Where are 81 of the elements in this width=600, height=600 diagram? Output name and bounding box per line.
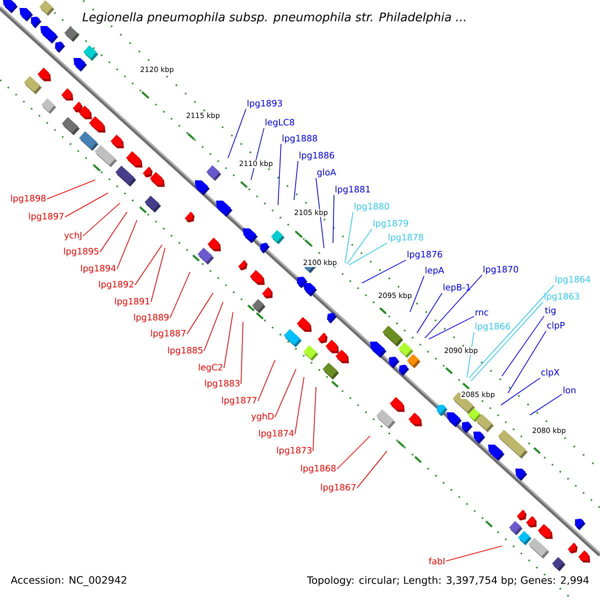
gene-label: lpg1880 bbox=[354, 202, 390, 212]
gene-label: lpg1898 bbox=[11, 194, 46, 204]
gene-label: lepB-1 bbox=[444, 284, 470, 292]
gene-label: lpg1895 bbox=[64, 248, 98, 256]
gene-label: lpg1866 bbox=[476, 322, 510, 332]
leader-line bbox=[356, 450, 388, 488]
gene-label: lpg1867 bbox=[321, 484, 356, 492]
gene-label: lpg1889 bbox=[134, 314, 169, 322]
gene-label: lpg1897 bbox=[29, 212, 64, 222]
gene-label: lpg1864 bbox=[556, 276, 590, 284]
gene-label: lpg1870 bbox=[484, 266, 518, 274]
gene-label: lpg1888 bbox=[282, 134, 318, 144]
leader-line bbox=[186, 292, 214, 334]
gene-label: lon bbox=[564, 386, 576, 394]
gene-label: lpg1886 bbox=[300, 152, 334, 160]
leader-line bbox=[446, 546, 502, 562]
leader-line bbox=[500, 378, 540, 406]
gene-label: gloA bbox=[317, 168, 336, 178]
gene-label: lpg1878 bbox=[388, 234, 424, 242]
gene-label: lpg1887 bbox=[151, 330, 186, 338]
leader-line bbox=[224, 312, 234, 368]
gene-label: ychJ bbox=[64, 232, 82, 240]
gene-label: lpg1894 bbox=[81, 264, 116, 274]
gene-label: lpg1893 bbox=[248, 100, 282, 108]
gene-label: fabI bbox=[428, 558, 444, 564]
leader-line bbox=[170, 272, 190, 318]
leader-line bbox=[508, 330, 546, 394]
leader-line bbox=[294, 376, 304, 434]
leader-line bbox=[332, 194, 334, 244]
leader-line bbox=[134, 244, 162, 286]
leader-line bbox=[150, 248, 166, 302]
leader-line bbox=[228, 108, 246, 158]
leader-line bbox=[82, 202, 120, 236]
leader-line bbox=[336, 436, 370, 470]
leader-line bbox=[470, 302, 544, 382]
info-text: Topology: circular; Length: 3,397,754 bp; Genes: 2,994 bbox=[306, 576, 590, 586]
leader-line bbox=[312, 386, 316, 452]
leader-line bbox=[410, 276, 424, 312]
leader-line bbox=[204, 302, 224, 352]
gene-label: clpP bbox=[547, 322, 565, 330]
leader-line bbox=[428, 316, 474, 340]
leader-line bbox=[416, 292, 442, 334]
leader-line bbox=[258, 360, 276, 402]
leader-line bbox=[240, 322, 244, 384]
leader-line bbox=[278, 144, 282, 206]
gene-label: lpg1891 bbox=[115, 298, 150, 306]
gene-label: lpg1885 bbox=[168, 346, 202, 356]
gene-label: lpg1873 bbox=[277, 446, 312, 456]
gene-label: lpg1863 bbox=[544, 292, 579, 302]
gene-label: lpg1877 bbox=[222, 396, 256, 406]
leader-line bbox=[294, 160, 298, 200]
gene-label: lpg1868 bbox=[301, 464, 336, 474]
leader-line bbox=[424, 274, 482, 338]
gene-label: lpg1879 bbox=[374, 220, 408, 228]
gene-label: lepA bbox=[426, 266, 444, 276]
gene-label: lpg1883 bbox=[205, 380, 240, 388]
leader-line bbox=[362, 260, 406, 284]
leader-line bbox=[46, 180, 96, 200]
gene-label: legC2 bbox=[198, 364, 222, 372]
gene-label: legLC8 bbox=[266, 118, 294, 128]
gene-label: lpg1881 bbox=[336, 186, 370, 194]
leader-line bbox=[316, 178, 324, 248]
leader-line bbox=[64, 192, 108, 218]
leader-line bbox=[530, 394, 562, 416]
gene-label: lpg1876 bbox=[408, 250, 442, 260]
gene-label: yghD bbox=[251, 412, 274, 422]
gene-label: clpX bbox=[541, 368, 560, 378]
leader-line bbox=[502, 316, 544, 376]
leader-line bbox=[468, 284, 554, 378]
leader-line bbox=[348, 242, 388, 266]
gene-label: rnc bbox=[476, 310, 488, 316]
leader-line bbox=[346, 228, 372, 264]
info-text: Accession: NC_002942 bbox=[10, 575, 128, 587]
gene-label: lpg1874 bbox=[259, 430, 294, 438]
leader-line bbox=[116, 220, 138, 270]
gene-label: tig bbox=[545, 306, 556, 316]
leader-line bbox=[274, 368, 296, 418]
gene-label: lpg1892 bbox=[99, 280, 134, 290]
leader-line bbox=[344, 212, 354, 264]
title: Legionella pneumophila subsp. pneumophila str. Philadelphia ... bbox=[82, 12, 466, 24]
leader-line bbox=[100, 212, 128, 252]
